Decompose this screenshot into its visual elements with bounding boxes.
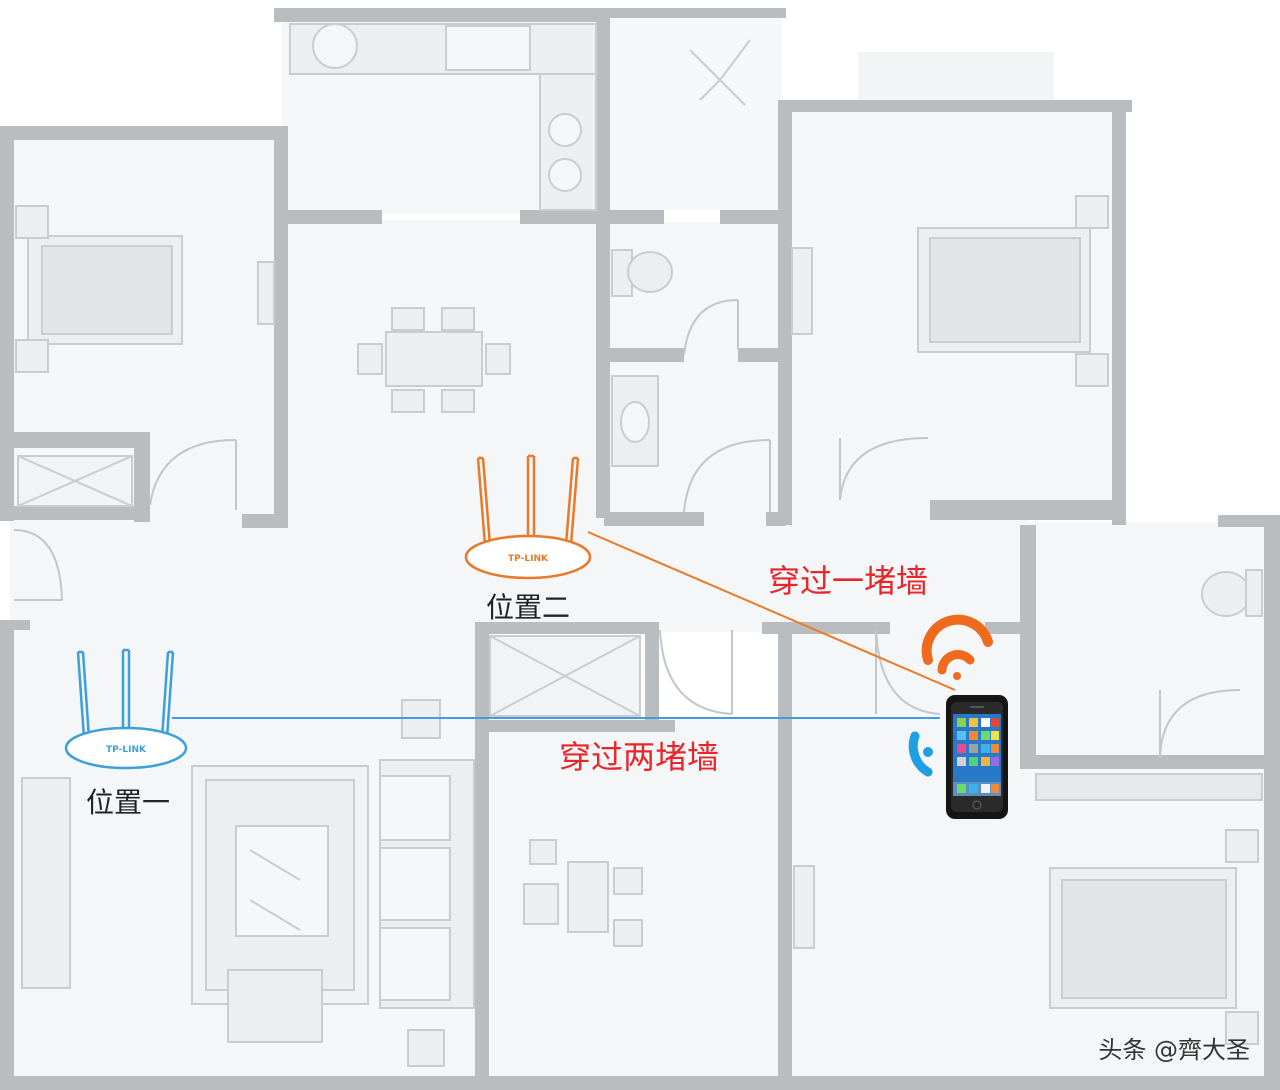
router-2-brand: TP-LINK xyxy=(508,554,549,564)
router-icon: TP-LINK xyxy=(64,648,188,770)
one-wall-label: 穿过一堵墙 xyxy=(768,562,928,600)
signal-paths xyxy=(172,531,956,719)
router-1-position-label: 位置一 xyxy=(86,786,170,819)
router-icon: TP-LINK xyxy=(464,454,592,580)
one-wall-signal-line xyxy=(587,531,956,691)
smartphone-icon xyxy=(946,695,1008,819)
watermark: 头条 @齊大圣 xyxy=(1098,1036,1250,1064)
wifi-signal-icon xyxy=(908,731,933,777)
two-walls-label: 穿过两堵墙 xyxy=(559,738,719,776)
router-1-brand: TP-LINK xyxy=(106,745,147,755)
walls xyxy=(0,8,1280,1090)
doors xyxy=(13,299,1241,759)
wifi-signal-icon xyxy=(921,614,993,680)
router-2-position-label: 位置二 xyxy=(486,591,570,624)
furniture xyxy=(15,23,1263,1067)
